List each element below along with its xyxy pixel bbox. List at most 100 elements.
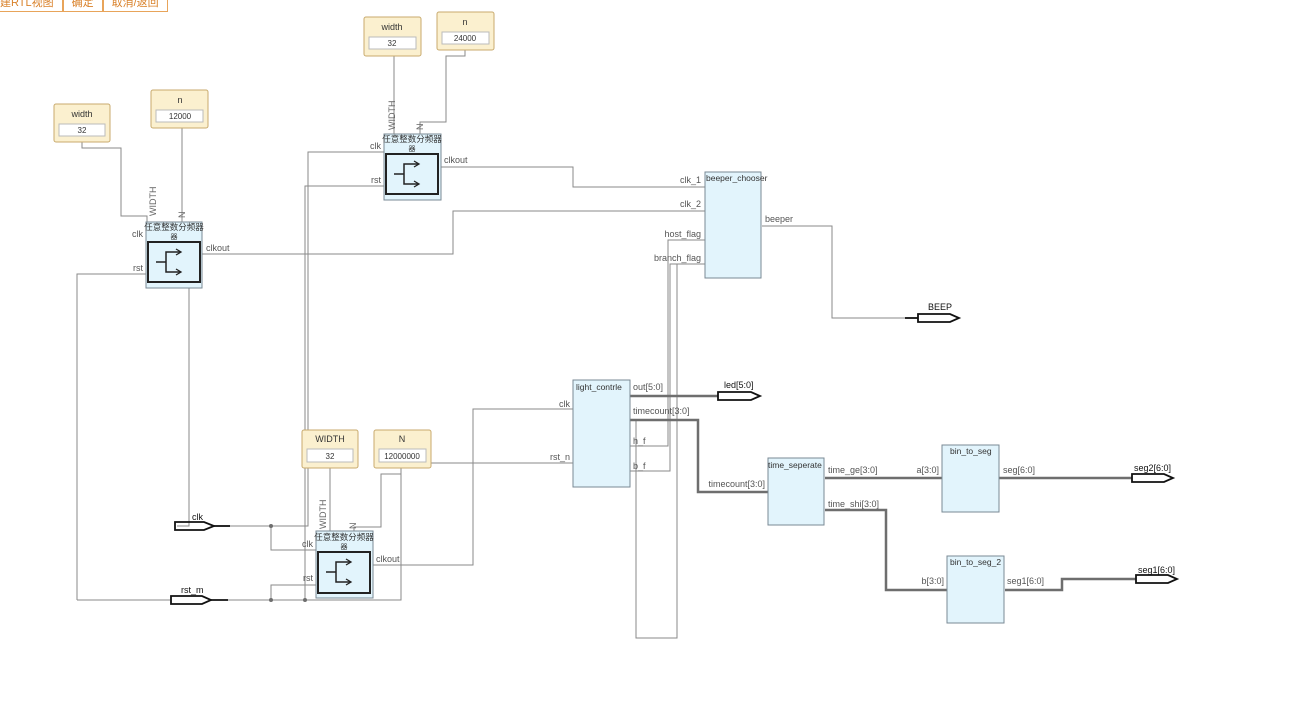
bin-to-seg-2-module[interactable]: bin_to_seg_2 b[3:0] seg1[6:0] — [921, 555, 1044, 624]
port-beeper: beeper — [765, 214, 793, 224]
port-h-f: h_f — [633, 436, 646, 446]
module-title: light_contrle — [576, 382, 622, 392]
port-timecount: timecount[3:0] — [633, 406, 690, 416]
divider-arrow-icon — [156, 251, 180, 273]
port-clk-2: clk_2 — [680, 199, 701, 209]
port-label: clk — [192, 512, 203, 522]
wire-beeper-out — [762, 225, 905, 319]
param-width-2[interactable]: width 32 — [363, 16, 422, 57]
port-time-ge: time_ge[3:0] — [828, 465, 878, 475]
port-b: b[3:0] — [921, 576, 944, 586]
wire-rst-net — [228, 468, 402, 601]
module-title: bin_to_seg_2 — [950, 557, 1001, 567]
module-title: 任意整数分频器 — [382, 134, 442, 144]
input-port-rst-m[interactable]: rst_m — [170, 585, 228, 605]
port-b-f: b_f — [633, 461, 646, 471]
port-clk-1: clk_1 — [680, 175, 701, 185]
param-n-3[interactable]: N 12000000 — [373, 429, 432, 469]
port-n: N — [415, 124, 425, 131]
port-width: WIDTH — [318, 500, 328, 530]
divider-symbol — [385, 153, 439, 195]
param-name: WIDTH — [315, 434, 345, 444]
param-width-1[interactable]: width 32 — [53, 103, 111, 143]
module-title-line2: 器 — [409, 145, 416, 153]
param-value-field[interactable] — [155, 109, 204, 123]
junctions — [269, 524, 307, 602]
module-title-line2: 器 — [171, 233, 178, 241]
param-name: width — [380, 22, 402, 32]
wire-d2-n — [419, 50, 466, 136]
wire-clk-d3 — [270, 526, 317, 551]
port-width: WIDTH — [387, 101, 397, 131]
port-n: N — [348, 523, 358, 530]
port-clkout: clkout — [206, 243, 230, 253]
port-clk: clk — [132, 229, 143, 239]
port-clk: clk — [370, 141, 381, 151]
wire-branch-flag — [630, 263, 705, 472]
param-n-1[interactable]: n 12000 — [150, 89, 209, 129]
arrow-head — [345, 558, 353, 586]
divider-module-3[interactable]: 任意整数分频器 器 WIDTH N clk rst clkout — [302, 500, 400, 599]
port-seg: seg[6:0] — [1003, 465, 1035, 475]
port-time-shi: time_shi[3:0] — [828, 499, 879, 509]
port-rst: rst — [303, 573, 313, 583]
output-port-led[interactable]: led[5:0] — [717, 380, 763, 401]
beeper-chooser-module[interactable]: beeper_chooser clk_1 clk_2 host_flag bra… — [654, 171, 793, 279]
bus-timecount — [630, 418, 768, 494]
port-branch-flag: branch_flag — [654, 253, 701, 263]
port-clkout: clkout — [444, 155, 468, 165]
arrow-head — [175, 248, 183, 276]
bus-time-shi — [825, 508, 948, 592]
param-value-field[interactable] — [306, 448, 354, 463]
junction-dot — [303, 598, 307, 602]
time-seperate-module[interactable]: time_seperate timecount[3:0] time_ge[3:0… — [708, 457, 879, 526]
param-value-field[interactable] — [368, 36, 417, 50]
param-n-2[interactable]: n 24000 — [436, 11, 495, 51]
wire-d3-clkout — [372, 408, 573, 566]
param-value-field[interactable] — [441, 31, 490, 45]
port-label: rst_m — [181, 585, 204, 595]
port-width: WIDTH — [148, 187, 158, 217]
wire-clk-net — [230, 151, 384, 527]
param-name: n — [462, 17, 467, 27]
port-seg1: seg1[6:0] — [1007, 576, 1044, 586]
wire-rst-d1b — [76, 273, 146, 600]
param-name: width — [70, 109, 92, 119]
divider-symbol — [147, 241, 201, 283]
port-label: seg1[6:0] — [1138, 565, 1175, 575]
port-clkout: clkout — [376, 554, 400, 564]
new-rtl-view-button[interactable]: 新建RTL视图 — [0, 0, 63, 12]
light-control-module[interactable]: light_contrle clk rst_n out[5:0] timecou… — [550, 379, 690, 488]
divider-arrow-icon — [394, 163, 418, 185]
port-label: led[5:0] — [724, 380, 754, 390]
toolbar: 新建RTL视图 确定 取消/返回 — [0, 0, 168, 12]
port-host-flag: host_flag — [664, 229, 701, 239]
param-width-3[interactable]: WIDTH 32 — [301, 429, 359, 469]
cancel-button[interactable]: 取消/返回 — [102, 0, 168, 12]
divider-symbol — [317, 551, 371, 594]
divider-module-2[interactable]: 任意整数分频器 器 WIDTH N clk rst clkout — [370, 101, 468, 201]
param-value: 32 — [326, 452, 335, 461]
wires — [76, 50, 905, 639]
module-title: time_seperate — [768, 460, 822, 470]
confirm-button[interactable]: 确定 — [62, 0, 103, 12]
junction-dot — [269, 524, 273, 528]
divider-module-1[interactable]: 任意整数分频器 器 WIDTH N clk rst clkout — [132, 187, 230, 289]
param-value: 12000 — [169, 112, 192, 121]
param-value: 24000 — [454, 34, 477, 43]
param-value: 12000000 — [384, 452, 420, 461]
port-rst: rst — [371, 175, 381, 185]
port-out: out[5:0] — [633, 382, 663, 392]
wire-d1-width — [81, 142, 148, 224]
input-port-clk[interactable]: clk — [174, 512, 230, 531]
output-port-seg1[interactable]: seg1[6:0] — [1135, 565, 1180, 584]
param-value-field[interactable] — [58, 123, 106, 137]
wire-d2-clkout — [440, 166, 705, 188]
wire-loop — [635, 264, 678, 639]
bus-seg1 — [1005, 577, 1136, 592]
param-value-field[interactable] — [378, 448, 427, 463]
output-port-seg2[interactable]: seg2[6:0] — [1131, 463, 1176, 483]
bin-to-seg-module[interactable]: bin_to_seg a[3:0] seg[6:0] — [916, 444, 1035, 513]
output-port-beep[interactable]: BEEP — [905, 302, 962, 323]
